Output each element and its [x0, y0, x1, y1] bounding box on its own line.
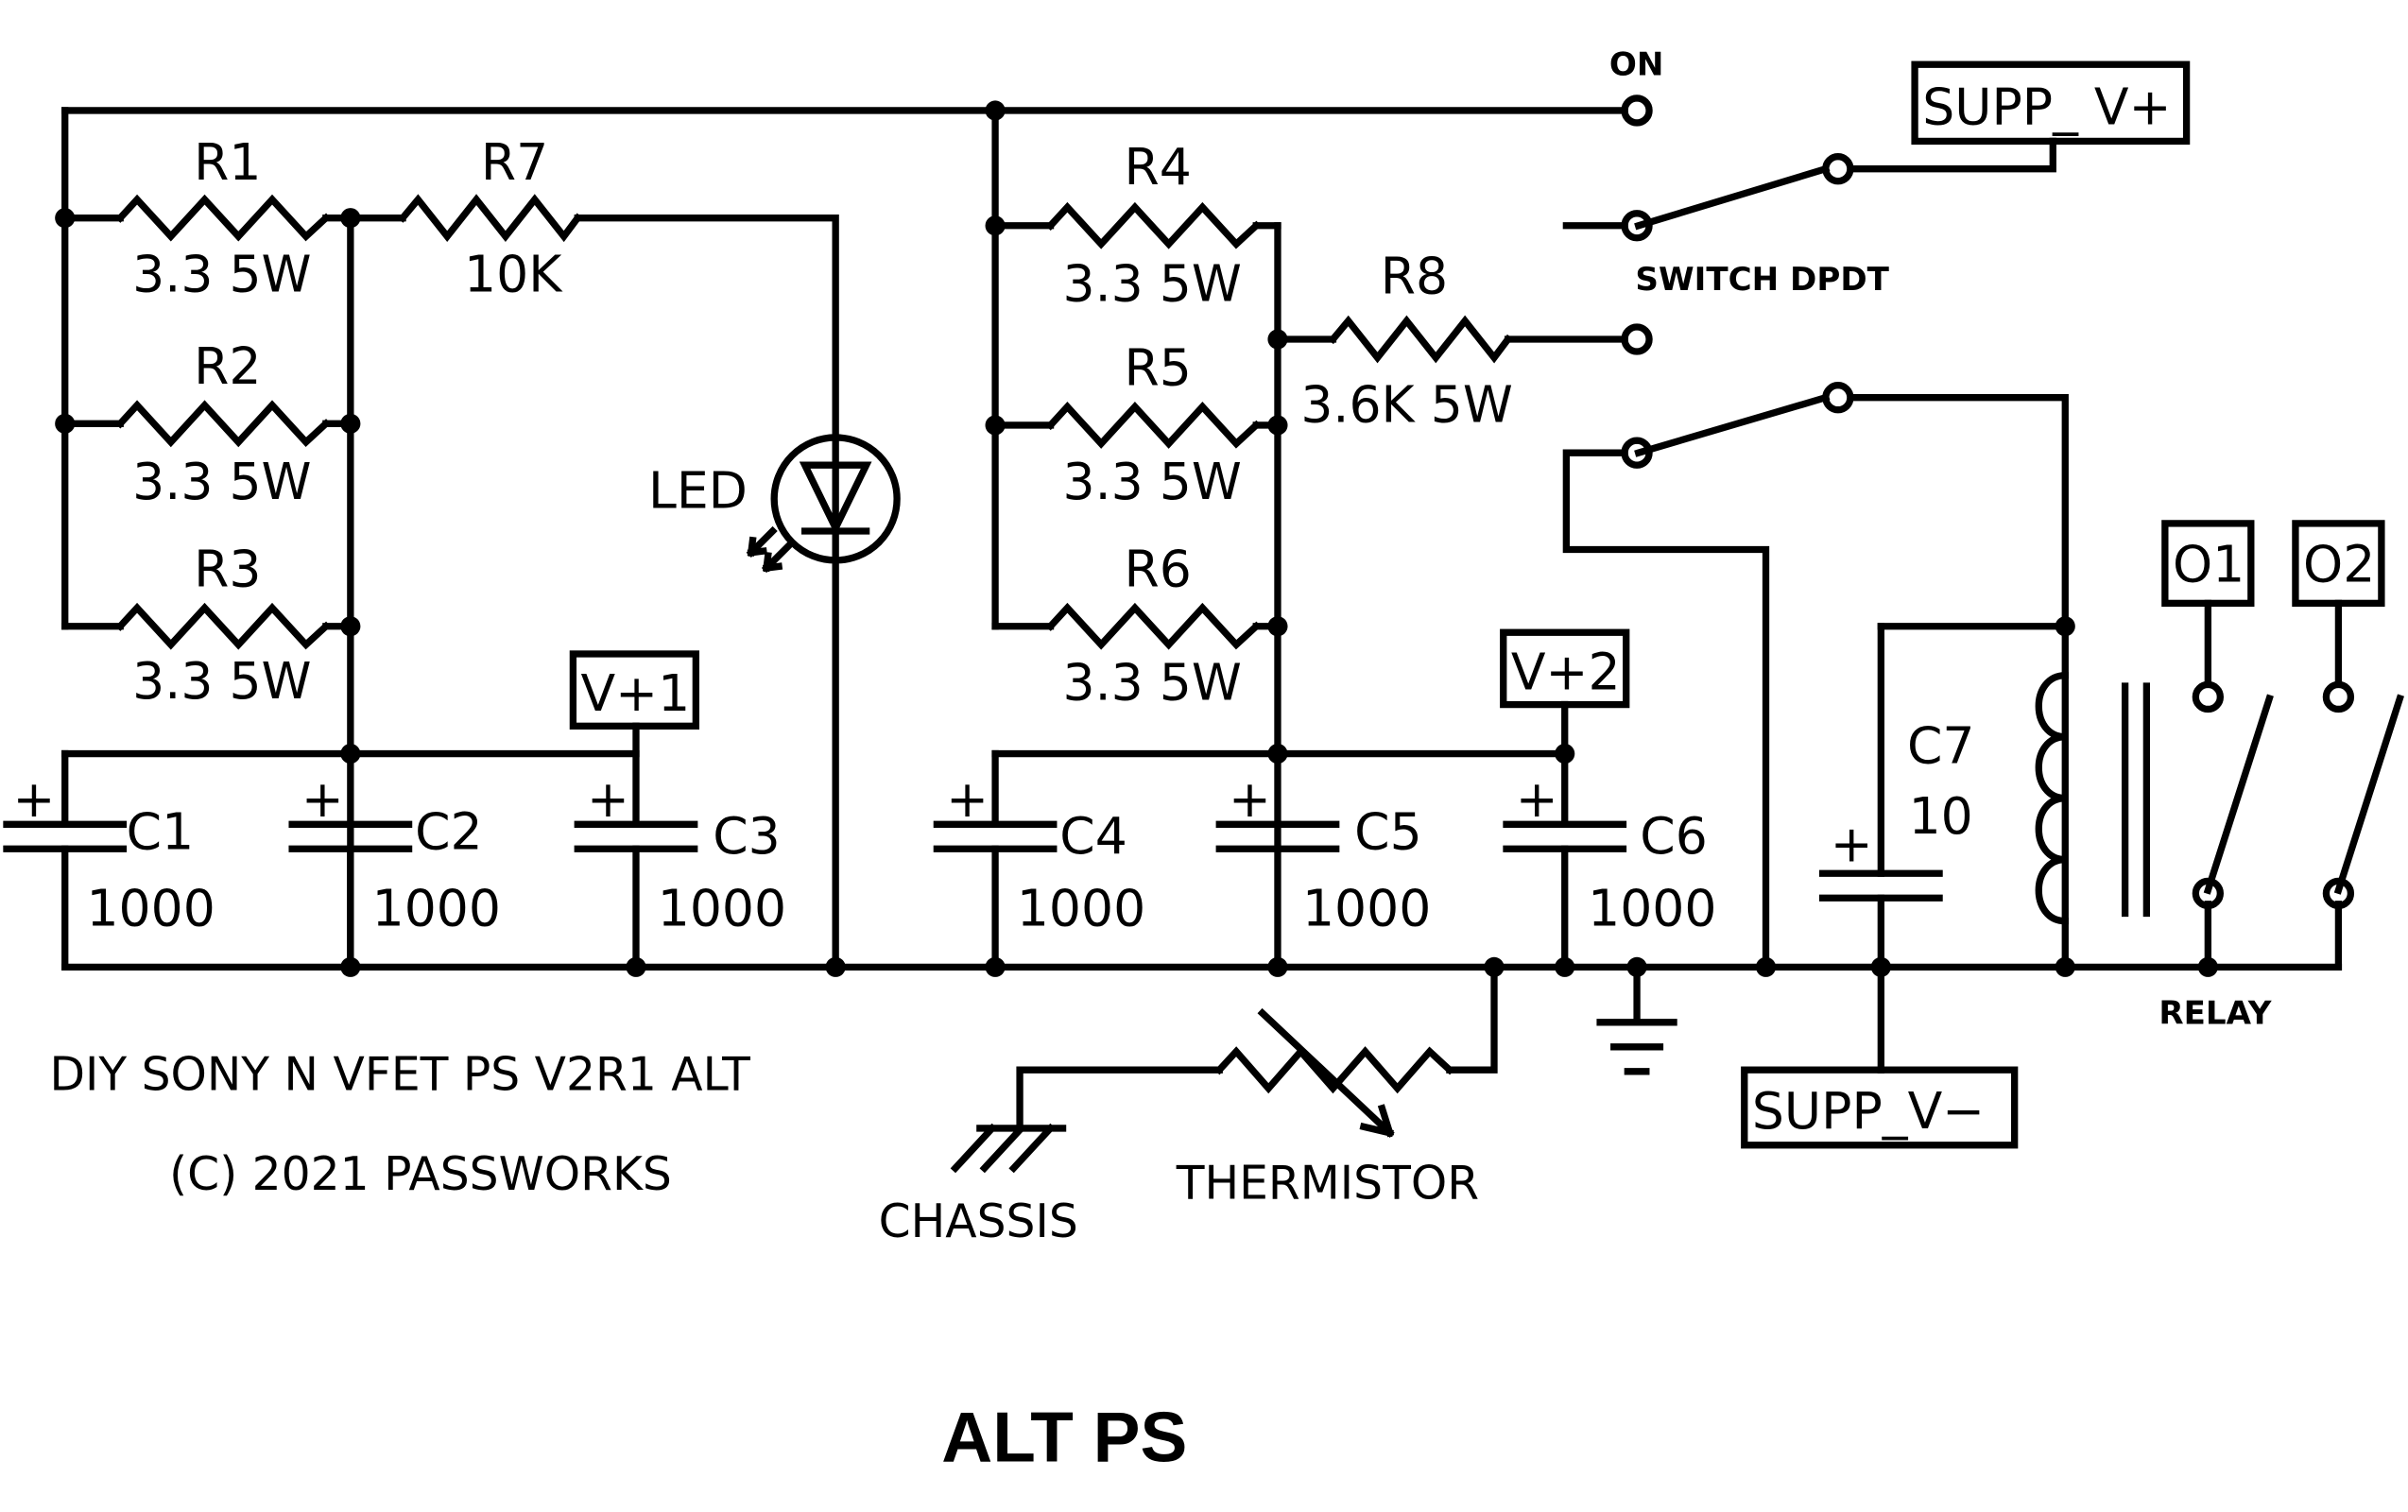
- supp-vplus-net-label: SUPP_ V+: [1922, 77, 2171, 137]
- o2-net-label: O2: [2303, 535, 2375, 594]
- on-label: ON: [1609, 46, 1664, 84]
- c2-ref: C2: [415, 801, 483, 861]
- c2-plus: +: [301, 769, 344, 829]
- r7-symbol: [397, 194, 583, 243]
- r7-ref: R7: [481, 132, 548, 192]
- c6-plus: +: [1516, 769, 1558, 829]
- r6-value: 3.3 5W: [1063, 653, 1242, 713]
- thermistor-symbol: [1214, 1046, 1455, 1094]
- c3-value: 1000: [658, 878, 786, 937]
- c4-plus: +: [946, 769, 989, 829]
- relay-label: RELAY: [2159, 994, 2272, 1032]
- thermistor-label: THERMISTOR: [1176, 1158, 1479, 1211]
- net-label-boxes: [569, 60, 2385, 1149]
- o1-net-label: O1: [2173, 535, 2245, 594]
- v2-net-label: V+2: [1511, 642, 1621, 701]
- r2-ref: R2: [194, 336, 261, 396]
- r2-value: 3.3 5W: [132, 452, 311, 511]
- c6-ref: C6: [1640, 806, 1708, 866]
- c5-ref: C5: [1354, 801, 1422, 861]
- c1-value: 1000: [86, 878, 215, 937]
- led-symbol: [746, 434, 901, 574]
- r5-ref: R5: [1125, 338, 1192, 398]
- c5-symbol: [1215, 820, 1340, 852]
- note-line-2: (C) 2021 PASSWORKS: [169, 1148, 672, 1201]
- c7-value: 10: [1909, 786, 1973, 846]
- relay-coil-symbol: [2035, 672, 2069, 925]
- c6-symbol: [1503, 820, 1627, 852]
- c1-symbol: [3, 820, 128, 852]
- chassis-label: CHASSIS: [879, 1195, 1078, 1248]
- c7-symbol: [1818, 869, 1943, 902]
- c4-symbol: [933, 820, 1058, 852]
- page-title: ALT PS: [941, 1397, 1187, 1476]
- r3-ref: R3: [194, 540, 261, 599]
- terminals: [1621, 94, 2355, 910]
- r7-value: 10K: [464, 245, 563, 304]
- c1-plus: +: [12, 769, 55, 829]
- r4-symbol: [1045, 201, 1262, 249]
- r1-ref: R1: [194, 132, 261, 192]
- c3-ref: C3: [713, 806, 781, 866]
- r8-value: 3.6K 5W: [1300, 375, 1513, 435]
- c4-value: 1000: [1017, 878, 1145, 937]
- r4-value: 3.3 5W: [1063, 253, 1242, 313]
- c5-plus: +: [1229, 769, 1271, 829]
- r8-symbol: [1328, 315, 1513, 364]
- capacitors: [3, 820, 1943, 902]
- c5-value: 1000: [1302, 878, 1431, 937]
- v1-net-label: V+1: [581, 663, 691, 723]
- r3-symbol: [115, 602, 332, 650]
- led-label: LED: [648, 461, 748, 521]
- c2-symbol: [288, 820, 413, 852]
- r5-symbol: [1045, 402, 1262, 449]
- r6-symbol: [1045, 602, 1262, 650]
- note-line-1: DIY SONY N VFET PS V2R1 ALT: [49, 1048, 750, 1101]
- junctions: [55, 100, 2218, 977]
- r3-value: 3.3 5W: [132, 651, 311, 711]
- c3-plus: +: [587, 769, 629, 829]
- notes: DIY SONY N VFET PS V2R1 ALT (C) 2021 PAS…: [49, 1048, 1187, 1476]
- r2-symbol: [115, 400, 332, 448]
- resistors: [115, 194, 1513, 1138]
- switch-label: SWITCH DPDT: [1635, 261, 1889, 299]
- c6-value: 1000: [1588, 878, 1716, 937]
- c7-ref: C7: [1907, 715, 1975, 775]
- c3-symbol: [574, 820, 698, 852]
- c4-ref: C4: [1059, 806, 1127, 866]
- r1-value: 3.3 5W: [132, 245, 311, 304]
- r5-value: 3.3 5W: [1063, 452, 1242, 511]
- c2-value: 1000: [372, 878, 501, 937]
- r4-ref: R4: [1125, 137, 1192, 197]
- c1-ref: C1: [127, 801, 195, 861]
- supp-vminus-net-label: SUPP_V−: [1752, 1081, 1985, 1141]
- r8-ref: R8: [1381, 246, 1448, 305]
- component-labels: R1 3.3 5W R2 3.3 5W R3 3.3 5W R7 10K R4 …: [12, 46, 2375, 1249]
- c7-plus: +: [1831, 814, 1873, 873]
- r1-symbol: [115, 194, 332, 242]
- r6-ref: R6: [1125, 540, 1192, 599]
